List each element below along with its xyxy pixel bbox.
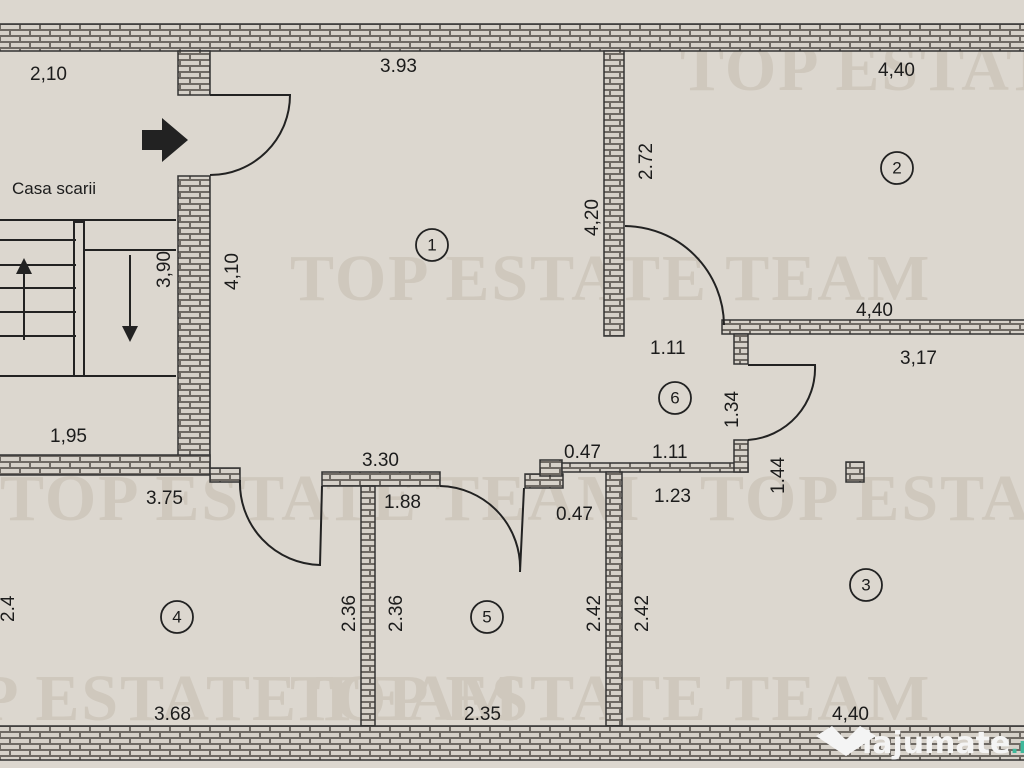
dimension: 2,10 xyxy=(30,64,67,85)
dimension: 4,40 xyxy=(832,704,869,725)
dimension: 1.11 xyxy=(652,442,688,463)
room-markers xyxy=(160,151,914,634)
dimension: 4,20 xyxy=(582,199,603,236)
arrow-down-icon xyxy=(122,326,138,342)
dimension: 2.36 xyxy=(339,595,360,632)
dimension: 1,95 xyxy=(50,426,87,447)
room-number: 3 xyxy=(861,576,870,595)
dimension: 4,40 xyxy=(878,60,915,81)
arrow-up-icon xyxy=(16,258,32,274)
door-room-3 xyxy=(747,364,817,441)
dimension: 2.36 xyxy=(386,595,407,632)
dimension: 1.44 xyxy=(768,457,789,494)
dimension: 3,17 xyxy=(900,348,937,369)
dimension: 3.75 xyxy=(146,488,183,509)
dimension: 4,40 xyxy=(856,300,893,321)
room-number: 2 xyxy=(892,159,901,178)
dimension: 3.68 xyxy=(154,704,191,725)
dimension: 2.42 xyxy=(584,595,605,632)
dimension: 1.88 xyxy=(384,492,421,513)
dimension: 1.23 xyxy=(654,486,691,507)
doors xyxy=(209,94,817,573)
dimensions: 2,10 3.93 4,40 2.72 4,20 4,10 3,90 1,95 … xyxy=(0,56,937,725)
room-number: 1 xyxy=(427,236,436,255)
wall-vert-4-5 xyxy=(360,485,376,727)
dimension: 2.35 xyxy=(464,704,501,725)
wall-mid-3 xyxy=(539,459,563,477)
stair-label: Casa scarii xyxy=(12,179,96,198)
dimension: 1.11 xyxy=(650,338,686,359)
dimension: 3,90 xyxy=(154,251,175,288)
wall-right-mid xyxy=(721,319,1024,335)
wall-stair xyxy=(177,175,211,469)
door-room-4 xyxy=(238,479,323,567)
walls xyxy=(0,23,1024,761)
dimension: 2.4 xyxy=(0,595,19,622)
dimension: 2.72 xyxy=(636,143,657,180)
shaft xyxy=(845,461,865,483)
door-room-5 xyxy=(439,485,525,573)
wall-mid-1 xyxy=(321,471,441,487)
lajumate-logo: lajumate.ro xyxy=(816,726,1024,761)
dimension: 0.47 xyxy=(564,442,601,463)
wall-v6-bot xyxy=(733,439,749,473)
dimension: 3.93 xyxy=(380,56,417,77)
wall-vert-1 xyxy=(603,50,625,337)
room-number: 5 xyxy=(482,608,491,627)
staircase xyxy=(0,118,188,377)
dimension: 0.47 xyxy=(556,504,593,525)
svg-text:lajumate.ro: lajumate.ro xyxy=(862,726,1024,761)
watermark-text: TOP ESTATE TEAM xyxy=(0,662,521,735)
wall-mid-4 xyxy=(561,462,749,473)
wall-stair-top xyxy=(177,50,211,96)
dimension: 4,10 xyxy=(222,253,243,290)
wall-left-mid-end xyxy=(209,467,241,483)
room-number: 6 xyxy=(670,389,679,408)
wall-left-mid xyxy=(0,454,211,476)
dimension: 2.42 xyxy=(632,595,653,632)
wall-top xyxy=(0,23,1024,52)
dimension: 3.30 xyxy=(362,450,399,471)
door-room-2 xyxy=(624,225,725,326)
wall-vert-5-3 xyxy=(605,471,623,727)
entrance-arrow-icon xyxy=(142,118,188,162)
dimension: 1.34 xyxy=(722,391,743,428)
room-number: 4 xyxy=(172,608,181,627)
door-entrance xyxy=(209,94,292,176)
wall-v6-top xyxy=(733,333,749,365)
